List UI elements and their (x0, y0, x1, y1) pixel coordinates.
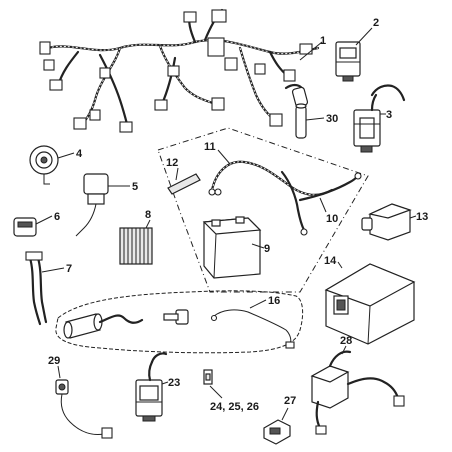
callout-29: 29 (48, 355, 60, 367)
callout-23: 23 (168, 377, 180, 389)
callout-2: 2 (373, 17, 379, 29)
part-9-battery: 9 (202, 216, 270, 279)
callout-11: 11 (204, 141, 216, 153)
callout-16: 16 (268, 295, 280, 307)
callout-14: 14 (324, 255, 337, 267)
callout-5: 5 (132, 181, 138, 193)
part-5-sensor: 5 (75, 173, 138, 237)
part-16-switch-assembly: 16 (55, 290, 304, 354)
battery-group-outline (157, 127, 369, 293)
part-10-battery-cable: 10 (280, 170, 362, 236)
callout-9: 9 (264, 243, 270, 255)
part-29-sensor-lead: 29 (48, 355, 113, 439)
part-12-battery-label: 12 (166, 157, 201, 195)
callout-10: 10 (326, 213, 338, 225)
callout-28: 28 (340, 335, 352, 347)
part-28-starter-relay: 28 (310, 335, 405, 435)
part-8-rectifier: 8 (119, 209, 153, 265)
part-1-wiring-harness: 1 (39, 8, 326, 133)
part-14-cdi-unit: 14 (324, 255, 416, 345)
part-30-plug-cap: 30 (284, 83, 338, 139)
callout-3: 3 (386, 109, 392, 121)
part-2-relay: 2 (335, 17, 379, 82)
part-3-regulator: 3 (353, 84, 406, 153)
callout-4: 4 (76, 148, 83, 160)
callout-7: 7 (66, 263, 72, 275)
callout-13: 13 (416, 211, 428, 223)
part-24-25-26-fuses: 24, 25, 26 (203, 369, 259, 413)
callout-30: 30 (326, 113, 338, 125)
part-7-lead-wire: 7 (25, 251, 72, 326)
callout-24-25-26: 24, 25, 26 (210, 401, 259, 413)
callout-1: 1 (320, 35, 326, 47)
part-11-battery-cable: 11 (204, 141, 334, 196)
callout-8: 8 (145, 209, 151, 221)
part-27-connector: 27 (263, 395, 296, 445)
part-4-horn: 4 (29, 145, 83, 185)
part-23-relay: 23 (135, 352, 180, 422)
callout-6: 6 (54, 211, 60, 223)
callout-27: 27 (284, 395, 296, 407)
part-6-connector: 6 (13, 211, 60, 237)
callout-12: 12 (166, 157, 178, 169)
part-13-ignition-coil: 13 (361, 203, 428, 241)
